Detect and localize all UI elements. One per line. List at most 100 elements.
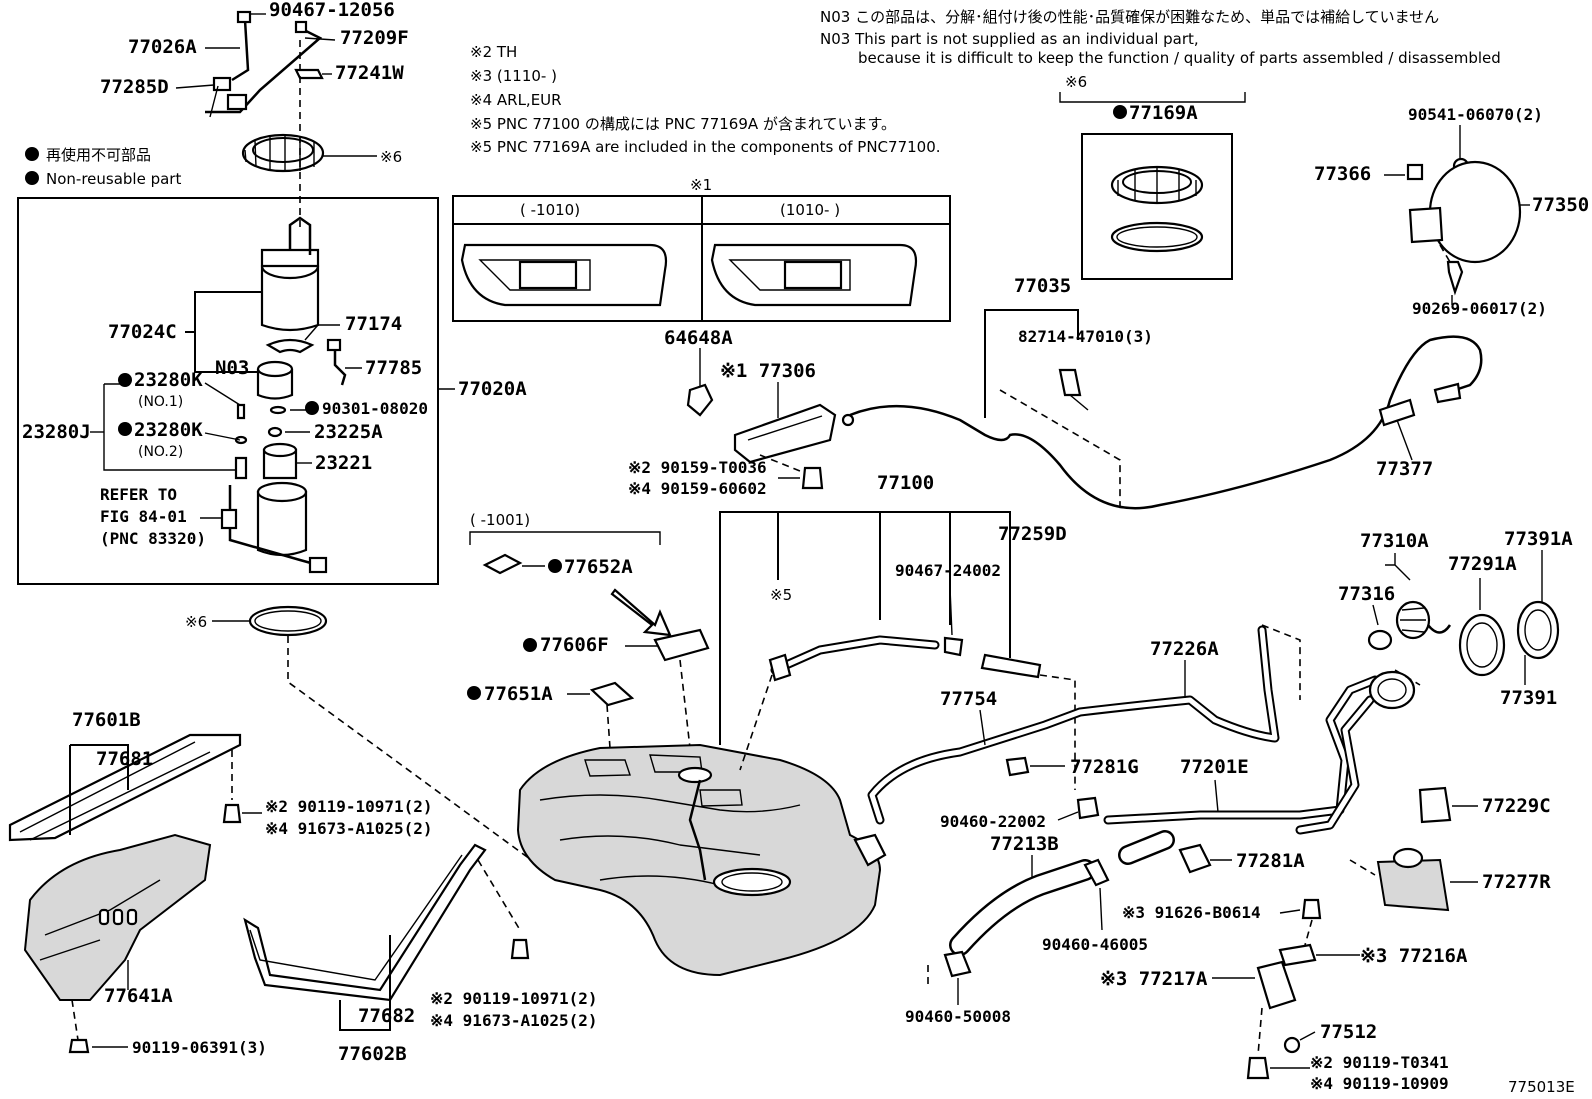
leader-dash [1257, 1007, 1263, 1056]
pump-tube [288, 216, 312, 255]
label-90460-46005: 90460-46005 [1042, 935, 1148, 954]
leader-dash [1304, 919, 1313, 946]
note-sym3: ※3 (1110- ) [470, 67, 557, 85]
cap-tether [1427, 624, 1452, 634]
cover-left-inset [478, 259, 591, 291]
leader-77035 [984, 309, 1079, 418]
ring-teeth [244, 136, 315, 172]
clip-77174 [265, 338, 315, 354]
leader-77024c [185, 291, 262, 373]
non-reusable-dot-icon [25, 147, 39, 161]
leader [1396, 419, 1413, 461]
leader-dash [606, 704, 611, 749]
leader-77285d [209, 85, 219, 118]
label-box-1001: ( -1001) [470, 511, 530, 529]
box-77277r-port [1392, 847, 1424, 869]
leader [1214, 779, 1219, 813]
note-n03-jp: N03 この部品は、分解･組付け後の性能･品質確保が困難なため、単品では補給して… [820, 8, 1439, 26]
leader-dash [739, 674, 773, 771]
label-77285d: 77285D [100, 76, 169, 98]
label-23280j: 23280J [22, 421, 91, 443]
box-s1: ※1 ( -1010) (1010- ) [452, 176, 951, 322]
note-n03-en-2: because it is difficult to keep the func… [858, 49, 1501, 67]
clamp-90460-50008 [943, 950, 972, 978]
clamp-82714 [1058, 368, 1082, 397]
bolt-91626 [1301, 898, 1322, 920]
label-77651a: 77651A [484, 683, 553, 705]
spring-77366 [1406, 163, 1424, 181]
filler-parts-group: 77310A 77316 77291A 77391A 77391 77229C … [1338, 528, 1573, 912]
gasket-icon [1110, 221, 1204, 253]
band-detail [249, 854, 463, 981]
label-77366: 77366 [1314, 163, 1371, 185]
note-sym5-en: ※5 PNC 77169A are included in the compon… [470, 138, 941, 156]
connector-77285d [212, 76, 232, 92]
notes-block: N03 この部品は、分解･組付け後の性能･品質確保が困難なため、単品では補給して… [470, 8, 1501, 156]
vent-tube-inner [772, 637, 938, 673]
valve-23280k2 [234, 435, 248, 445]
fuel-lid-group: 90541-06070(2) 77366 77350 90269-06017(2… [1314, 105, 1589, 318]
filter-n03 [256, 368, 294, 400]
label-box-s1: ※1 [690, 176, 712, 194]
leader [1372, 604, 1379, 626]
label-77606f: 77606F [540, 634, 609, 656]
clamp-77281a [1178, 843, 1212, 874]
leader-dash [1349, 859, 1376, 876]
leader-dash [1261, 624, 1421, 700]
evap-tubes-group: 77754 77226A 77281G 90460-22002 [867, 625, 1280, 831]
leader-77174 [304, 324, 340, 341]
sender-connector [220, 508, 238, 530]
bracket-77216a [1278, 943, 1317, 967]
label-s6-ring: ※6 [380, 148, 402, 166]
filter-top [256, 360, 294, 378]
cable-77035 [849, 335, 1483, 510]
clamp-90460-46005 [1083, 858, 1110, 887]
leader [979, 709, 986, 746]
bolt-90119-t0341 [1246, 1056, 1270, 1080]
non-reusable-dot-icon [523, 638, 537, 652]
fuel-lid-77350 [1428, 160, 1522, 264]
non-reusable-dot-icon [548, 559, 562, 573]
vent-icon [126, 908, 138, 926]
label-77391a: 77391A [1504, 528, 1573, 550]
leader-dash [679, 659, 691, 749]
label-90467-12056: 90467-12056 [269, 0, 395, 21]
leader [1299, 1031, 1316, 1041]
cover-sub-group: 64648A ※1 77306 ※2 90159-T0036 ※4 90159-… [628, 327, 855, 498]
gauge-icon [518, 260, 578, 290]
cover-77306-edge [747, 415, 823, 441]
box-s6-bracket [1059, 92, 1246, 103]
label-77020a: 77020A [458, 378, 527, 400]
connector-pump [226, 93, 248, 111]
non-reusable-dot-icon [467, 686, 481, 700]
screw-90159 [801, 466, 824, 490]
lid-cable-group: 77035 82714-47010(3) 77377 [849, 275, 1483, 510]
leader [1057, 811, 1079, 821]
leader [949, 587, 953, 636]
label-90119-10971b: ※2 90119-10971(2) [430, 989, 598, 1008]
label-91626: ※3 91626-B0614 [1122, 903, 1261, 922]
box-1001-bracket [469, 531, 661, 545]
sensor-wire [333, 345, 347, 386]
label-90541: 90541-06070(2) [1408, 105, 1543, 124]
leader [175, 84, 215, 89]
gasket-inner [1116, 226, 1198, 248]
arrow-icon [610, 588, 672, 637]
bolt-90119-06391 [68, 1038, 90, 1054]
ring-inner [252, 137, 314, 163]
tank-ribs [539, 794, 801, 886]
label-64648a: 64648A [664, 327, 733, 349]
label-77391: 77391 [1500, 687, 1557, 709]
box-s1-dividers [453, 196, 950, 321]
tank-opening-inner [721, 872, 783, 892]
label-90460-22002: 90460-22002 [940, 812, 1046, 831]
vent-valve [768, 653, 792, 682]
label-77100: 77100 [877, 472, 934, 494]
leader-dash [1039, 674, 1076, 790]
leader-dash [477, 859, 521, 931]
filler-neck-inner [1377, 678, 1407, 702]
lid-hinge [1408, 206, 1444, 244]
label-77277r: 77277R [1482, 871, 1551, 893]
label-82714: 82714-47010(3) [1018, 327, 1153, 346]
label-no2: (NO.2) [138, 444, 183, 460]
